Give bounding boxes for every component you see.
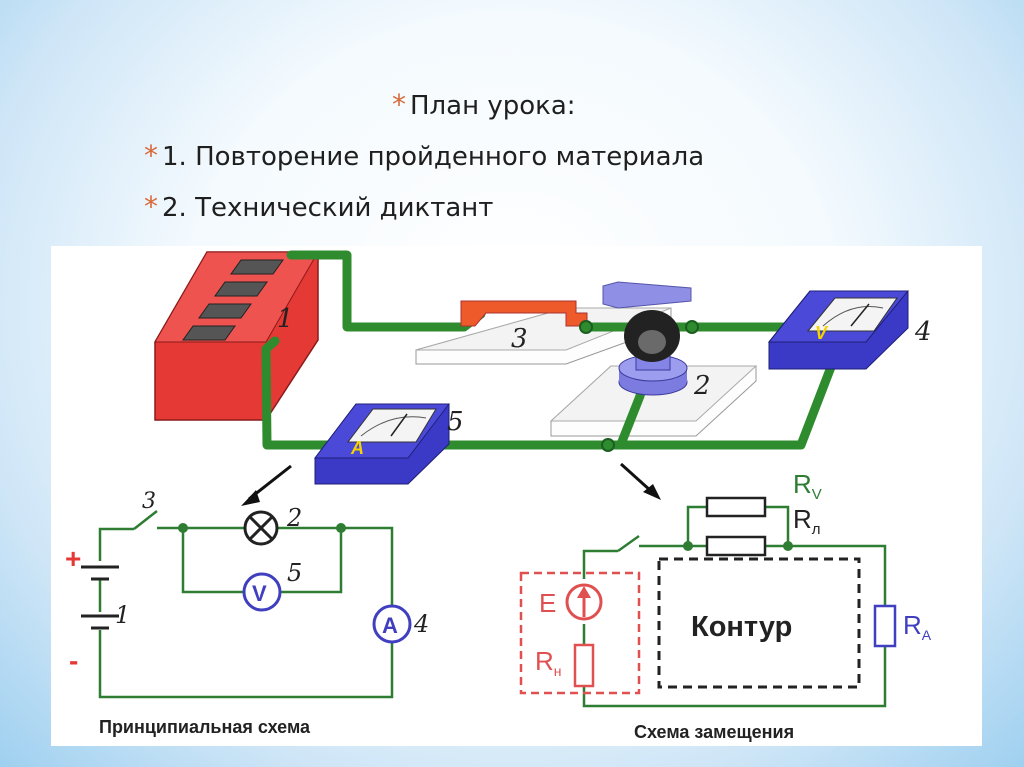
- label-battery-1: 1: [277, 304, 294, 334]
- label-lamp-2: 2: [693, 371, 711, 401]
- ammeter-letter: A: [350, 438, 364, 458]
- battery: [154, 251, 319, 421]
- bullet-marker: *: [392, 88, 406, 121]
- equivalent-scheme: RV Rл RА Контур E Rн Схема замещения: [519, 469, 932, 742]
- voltmeter-4: V: [767, 290, 910, 370]
- principle-scheme: + - 1 3 2 V 5 A 4 Принципиальная схема: [65, 489, 429, 737]
- battery-symbol: [81, 565, 119, 630]
- principle-label-4: 4: [413, 610, 429, 638]
- node-dot: [336, 523, 346, 533]
- circuit-drawing: V A 1 3 2 4 5: [65, 250, 932, 742]
- label-ammeter-5: 5: [447, 407, 464, 437]
- ammeter-5: A: [313, 403, 451, 485]
- node-dot: [683, 541, 693, 551]
- principle-wires: [98, 510, 394, 699]
- ammeter-symbol: A: [372, 604, 412, 644]
- bullet-item-1: *1. Повторение пройденного материала: [144, 139, 704, 172]
- bullet-marker: *: [144, 139, 158, 172]
- contour-label: Контур: [691, 611, 792, 643]
- arrow-to-principle-scheme: [241, 464, 292, 506]
- emf-label: E: [539, 588, 556, 618]
- bullet-text: 1. Повторение пройденного материала: [162, 142, 705, 172]
- node-dot: [178, 523, 188, 533]
- principle-label-1: 1: [115, 601, 130, 629]
- emf-source-symbol: [565, 583, 603, 621]
- ammeter-symbol-letter: A: [382, 613, 398, 638]
- principle-label-2: 2: [286, 504, 302, 532]
- bullet-item-2: *2. Технический диктант: [144, 190, 493, 223]
- lamp-2: [618, 310, 688, 396]
- principle-label-5: 5: [287, 559, 302, 587]
- lamp-symbol: [243, 510, 279, 546]
- bullet-text: 2. Технический диктант: [162, 193, 494, 223]
- ra-label: RА: [903, 610, 932, 643]
- source-dashed-box: [519, 571, 641, 695]
- voltmeter-symbol: V: [242, 572, 282, 612]
- rn-label: Rн: [535, 646, 562, 679]
- contour-box: [657, 557, 861, 689]
- switch-lever: [460, 300, 588, 327]
- rv-label: RV: [793, 469, 822, 503]
- resistor-ra: [873, 604, 897, 648]
- principle-label-3: 3: [142, 489, 156, 514]
- voltmeter-symbol-letter: V: [252, 581, 267, 606]
- minus-sign: -: [69, 645, 78, 676]
- plus-sign: +: [65, 543, 81, 574]
- voltmeter-letter: V: [815, 323, 829, 343]
- label-voltmeter-4: 4: [914, 317, 932, 347]
- resistor-rl: [705, 535, 767, 557]
- resistor-rn: [573, 643, 595, 688]
- arrow-to-equivalent-scheme: [619, 462, 661, 500]
- bullet-plan-title: *План урока:: [392, 88, 576, 121]
- switch-base-top: [415, 307, 672, 351]
- bullet-marker: *: [144, 190, 158, 223]
- node-dot: [783, 541, 793, 551]
- principle-caption: Принципиальная схема: [99, 717, 311, 737]
- bullet-text: План урока:: [410, 91, 576, 121]
- resistor-rv: [705, 496, 767, 518]
- lesson-plan: *План урока: *1. Повторение пройденного …: [0, 0, 1024, 240]
- switch-handle: [602, 281, 692, 309]
- physical-setup: V A 1 3 2 4 5: [154, 250, 932, 506]
- rl-label: Rл: [793, 504, 821, 538]
- circuit-figure: V A 1 3 2 4 5: [51, 246, 982, 746]
- junction-dots: [579, 320, 699, 452]
- equivalent-caption: Схема замещения: [634, 722, 794, 742]
- label-switch-3: 3: [511, 324, 528, 354]
